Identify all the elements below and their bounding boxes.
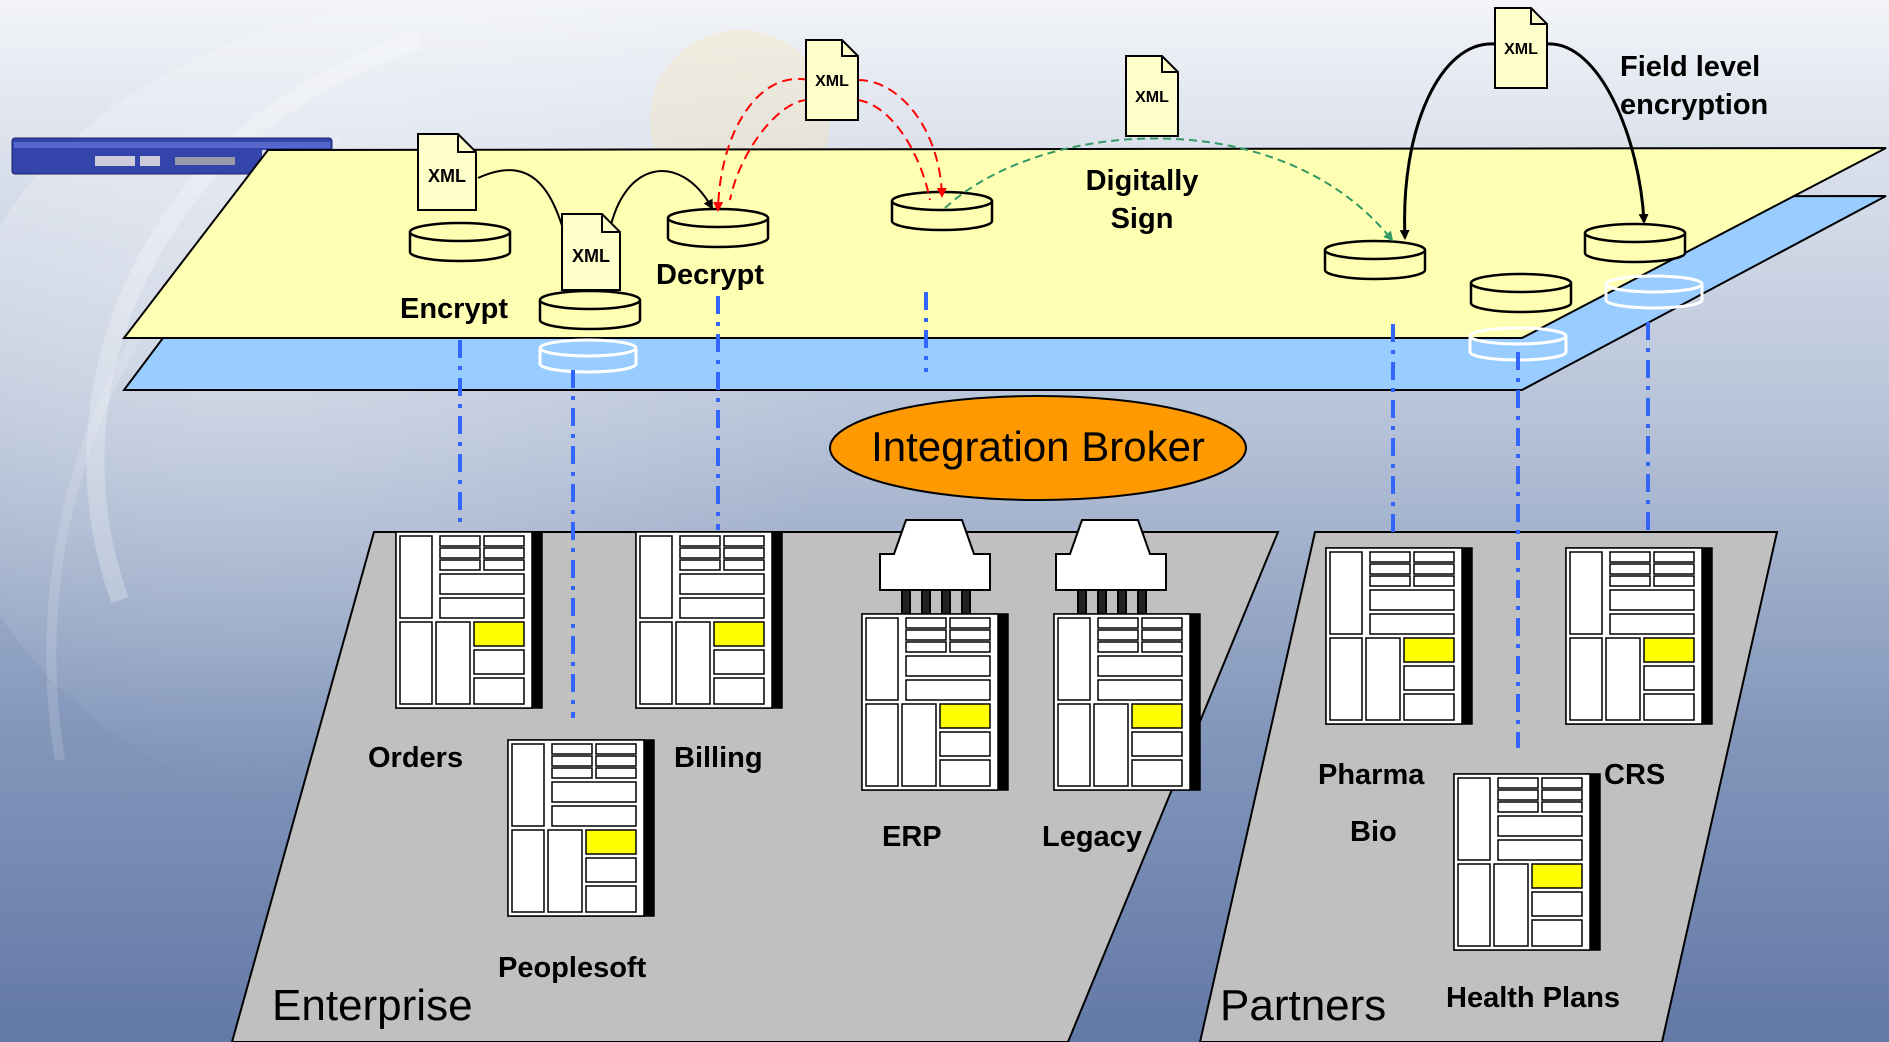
xml-label: XML bbox=[1504, 41, 1538, 58]
encrypt-flow-arrow-out bbox=[607, 170, 713, 241]
security-nodes bbox=[408, 190, 1687, 331]
rack-peoplesoft bbox=[507, 739, 655, 917]
connector-lines bbox=[458, 292, 1650, 748]
node-pharma bbox=[1323, 239, 1427, 281]
field-level-label-line1: Field level bbox=[1620, 51, 1760, 83]
sign-arrow bbox=[944, 137, 1394, 242]
xml-doc-encrypt: XML bbox=[417, 133, 477, 211]
rack-erp bbox=[861, 613, 1009, 791]
encrypt-label: Encrypt bbox=[400, 293, 508, 325]
rack-pharma bbox=[1325, 547, 1473, 725]
server-racks bbox=[395, 531, 1713, 951]
integration-broker: Integration Broker bbox=[829, 395, 1247, 501]
orders-label: Orders bbox=[368, 742, 463, 774]
decrypt-arrow-outer-left bbox=[729, 99, 809, 201]
xml-label: XML bbox=[572, 246, 610, 266]
xml-label: XML bbox=[815, 73, 849, 90]
xml-doc-field-level: XML bbox=[1494, 7, 1548, 89]
adapter-legacy bbox=[1055, 519, 1167, 619]
rack-crs bbox=[1565, 547, 1713, 725]
legacy-label: Legacy bbox=[1042, 821, 1142, 853]
xml-doc-decrypt: XML bbox=[805, 39, 859, 121]
digitally-sign-label-line2: Sign bbox=[1111, 203, 1174, 235]
node-encrypt bbox=[408, 221, 512, 263]
xml-doc-peoplesoft: XML bbox=[561, 213, 621, 291]
peoplesoft-label: Peoplesoft bbox=[498, 952, 647, 984]
node-peoplesoft bbox=[538, 289, 642, 331]
node-health-plans bbox=[1469, 272, 1573, 314]
adapter-connector-icon bbox=[879, 519, 1167, 619]
rack-health-plans bbox=[1453, 773, 1601, 951]
decrypt-arrow-right bbox=[857, 79, 947, 198]
integration-broker-label: Integration Broker bbox=[871, 423, 1205, 470]
xml-label: XML bbox=[428, 166, 466, 186]
decrypt-arrow-left bbox=[713, 77, 809, 212]
decrypt-arrow-outer-right bbox=[857, 99, 931, 201]
crs-label: CRS bbox=[1604, 759, 1665, 791]
erp-label: ERP bbox=[882, 821, 942, 853]
node-crs bbox=[1583, 222, 1687, 264]
node-erp bbox=[890, 190, 994, 232]
xml-doc-sign: XML bbox=[1125, 55, 1179, 137]
partners-label: Partners bbox=[1220, 981, 1386, 1030]
decrypt-label: Decrypt bbox=[656, 259, 764, 291]
rack-billing bbox=[635, 531, 783, 709]
billing-label: Billing bbox=[674, 742, 763, 774]
digitally-sign-label-line1: Digitally bbox=[1086, 165, 1199, 197]
blue-layer-nodes bbox=[538, 274, 1704, 374]
layer-labels: Encrypt Decrypt Digitally Sign Field lev… bbox=[400, 51, 1768, 325]
xml-label: XML bbox=[1135, 89, 1169, 106]
field-level-arrow-left bbox=[1399, 42, 1496, 240]
field-level-label-line2: encryption bbox=[1620, 89, 1768, 121]
adapter-erp bbox=[879, 519, 991, 619]
system-labels: Orders Peoplesoft Billing ERP Legacy Pha… bbox=[368, 742, 1665, 1014]
field-level-arrow-right bbox=[1545, 42, 1649, 224]
bio-label: Bio bbox=[1350, 816, 1397, 848]
node-decrypt bbox=[666, 207, 770, 249]
enterprise-label: Enterprise bbox=[272, 981, 473, 1030]
health-plans-label: Health Plans bbox=[1446, 982, 1620, 1014]
xml-document-icon: XML XML XML XML XML bbox=[417, 7, 1548, 291]
rack-legacy bbox=[1053, 613, 1201, 791]
pharma-label: Pharma bbox=[1318, 759, 1425, 791]
rack-orders bbox=[395, 531, 543, 709]
region-labels: Enterprise Partners bbox=[272, 981, 1386, 1030]
